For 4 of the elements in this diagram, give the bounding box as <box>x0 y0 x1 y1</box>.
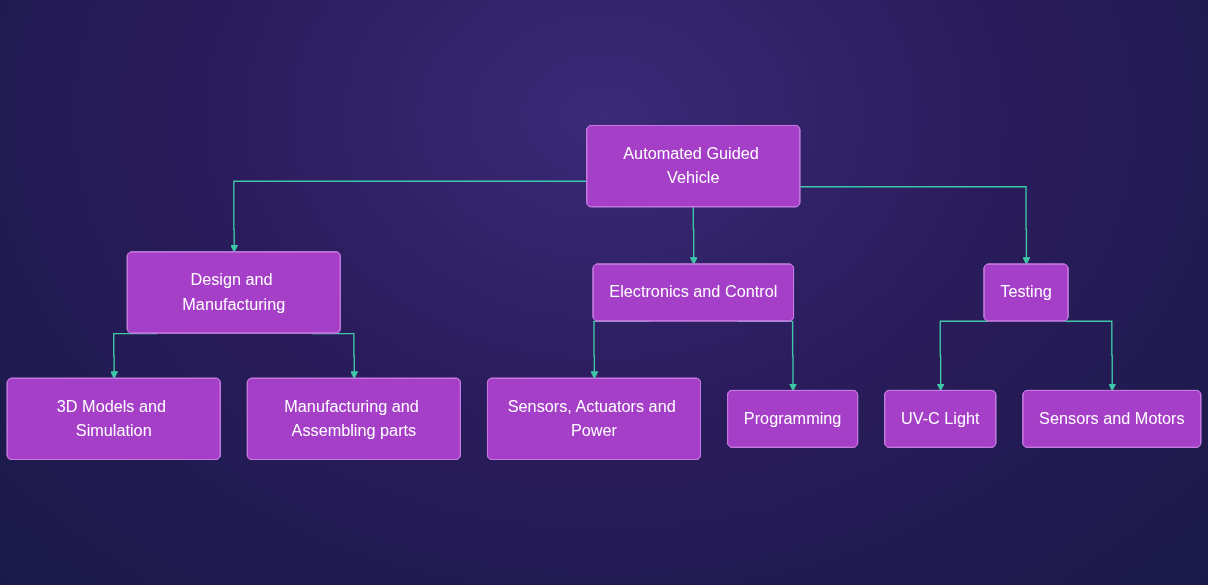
arrow <box>689 206 698 265</box>
arrow <box>799 186 1031 265</box>
arrow <box>1064 320 1117 392</box>
arrow <box>230 180 588 253</box>
